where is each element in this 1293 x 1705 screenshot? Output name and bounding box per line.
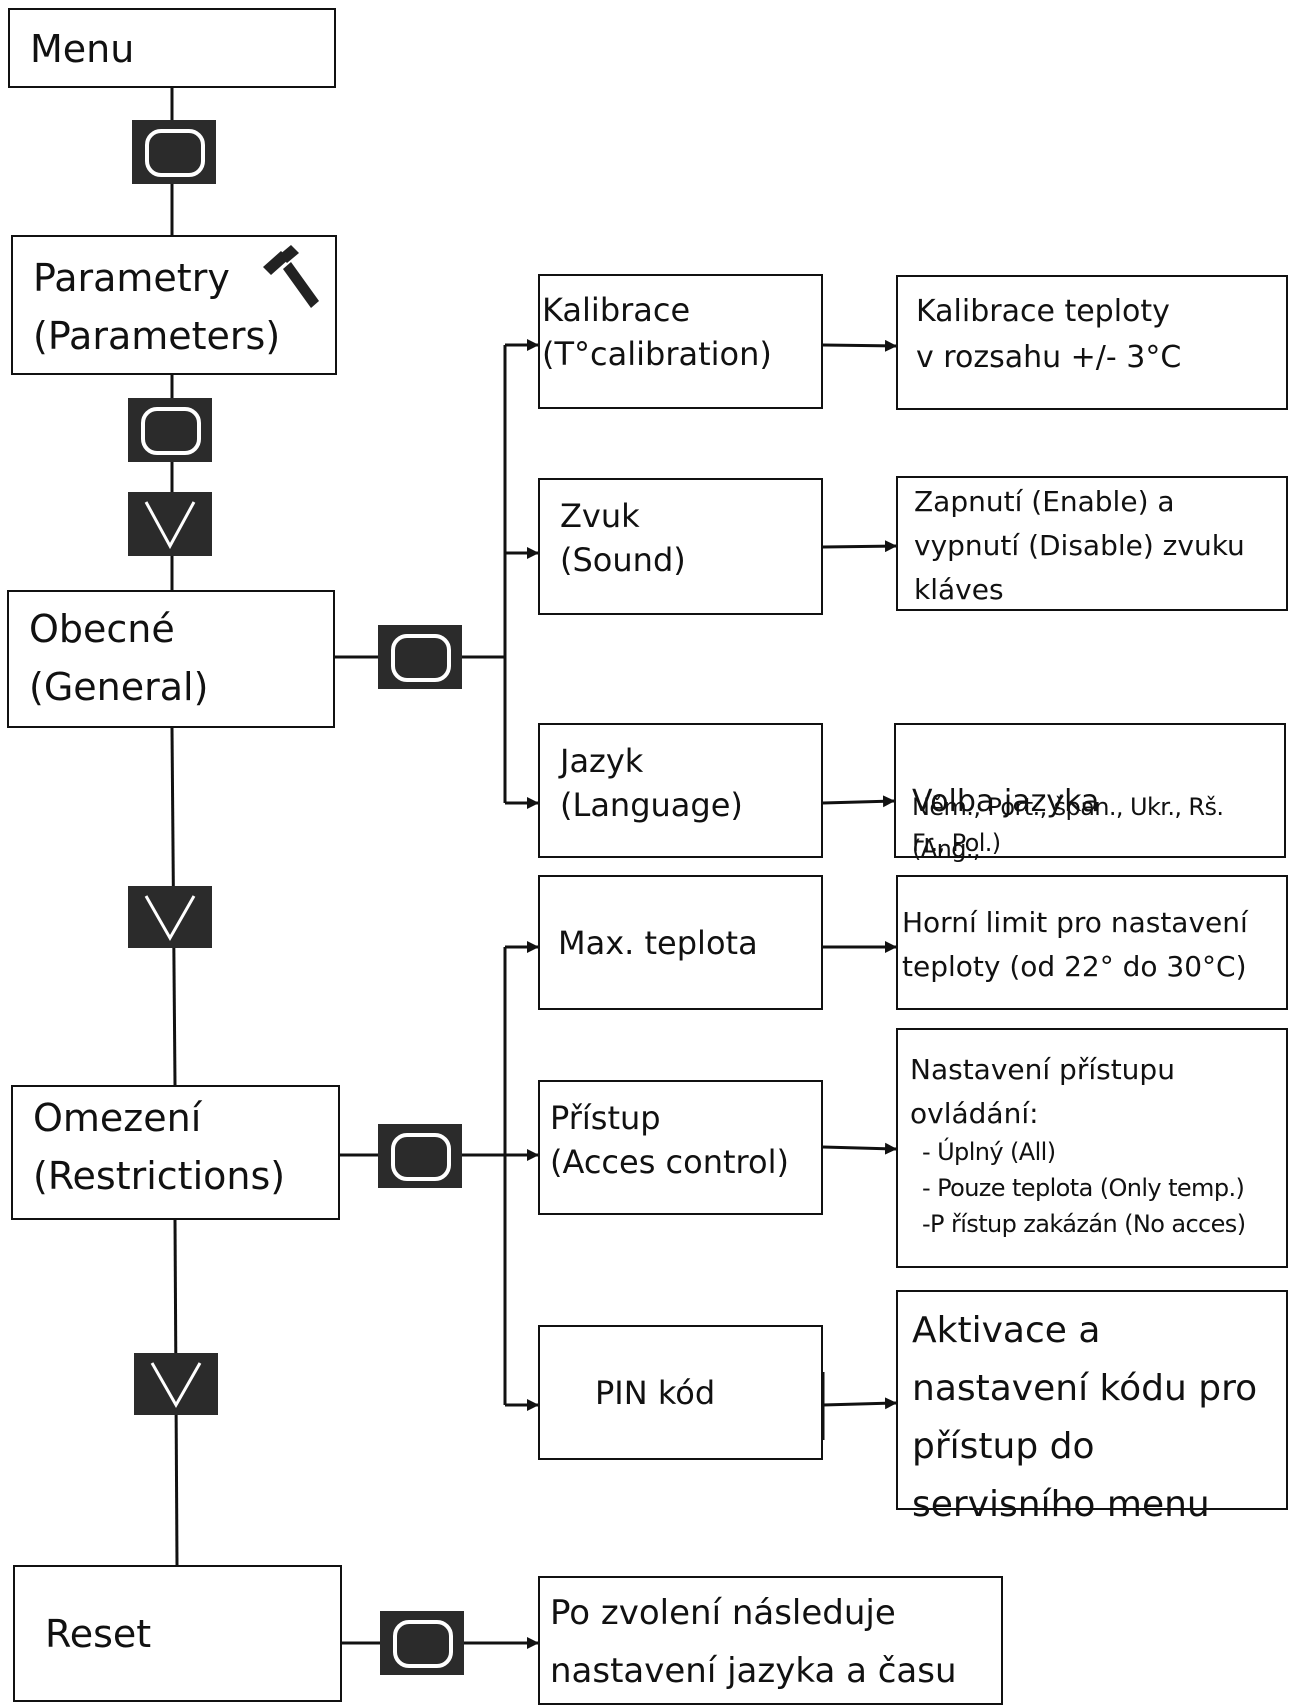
reset-label: Reset bbox=[45, 1612, 152, 1656]
pristup-desc-heading: Nastavení přístupu ovládání: bbox=[910, 1053, 1175, 1130]
kalibrace-desc: Kalibrace teploty v rozsahu +/- 3°C bbox=[916, 294, 1182, 375]
ok-button-icon[interactable] bbox=[378, 625, 462, 689]
zvuk-box[interactable]: Zvuk (Sound) bbox=[538, 478, 823, 615]
pristup-desc-options: - Úplný (All) - Pouze teplota (Only temp… bbox=[922, 1138, 1246, 1238]
zvuk-desc: Zapnutí (Enable) a vypnutí (Disable) zvu… bbox=[914, 485, 1245, 606]
jazyk-desc: Volba jazyka (Ang., bbox=[912, 733, 1099, 872]
pin-label: PIN kód bbox=[595, 1374, 716, 1412]
hammer-icon bbox=[263, 245, 319, 308]
menu-box[interactable]: Menu bbox=[8, 8, 336, 88]
jazyk-desc-box: Volba jazyka (Ang., Něm., Port., špan., … bbox=[894, 723, 1286, 863]
obecne-box[interactable]: Obecné (General) bbox=[7, 590, 335, 728]
pristup-box[interactable]: Přístup (Acces control) bbox=[538, 1080, 823, 1215]
omezeni-box[interactable]: Omezení (Restrictions) bbox=[11, 1085, 340, 1220]
reset-desc: Po zvolení následuje nastavení jazyka a … bbox=[550, 1593, 957, 1691]
jazyk-desc-small-1: (Ang., bbox=[912, 835, 980, 863]
jazyk-label: Jazyk (Language) bbox=[560, 742, 743, 824]
ok-button-icon[interactable] bbox=[380, 1611, 464, 1675]
obecne-label: Obecné (General) bbox=[29, 607, 209, 709]
pin-box[interactable]: PIN kód bbox=[538, 1325, 823, 1460]
jazyk-desc-small-2: Něm., Port., špan., Ukr., Rš. Fr., Pol.) bbox=[912, 793, 1224, 857]
max-teplota-desc: Horní limit pro nastavení teploty (od 22… bbox=[902, 906, 1248, 983]
pristup-desc-box: Nastavení přístupu ovládání: - Úplný (Al… bbox=[896, 1028, 1288, 1268]
ok-button-icon[interactable] bbox=[132, 120, 216, 184]
jazyk-desc-main: Volba jazyka bbox=[912, 784, 1100, 819]
menu-label: Menu bbox=[30, 27, 135, 71]
reset-desc-box: Po zvolení následuje nastavení jazyka a … bbox=[538, 1576, 1003, 1705]
max-teplota-label: Max. teplota bbox=[558, 924, 758, 962]
down-button-icon[interactable] bbox=[128, 886, 212, 948]
zvuk-desc-box: Zapnutí (Enable) a vypnutí (Disable) zvu… bbox=[896, 476, 1288, 611]
jazyk-box[interactable]: Jazyk (Language) bbox=[538, 723, 823, 858]
down-button-icon[interactable] bbox=[128, 492, 212, 556]
ok-button-icon[interactable] bbox=[378, 1124, 462, 1188]
reset-box[interactable]: Reset bbox=[13, 1565, 342, 1702]
down-button-icon[interactable] bbox=[134, 1353, 218, 1415]
kalibrace-label: Kalibrace (T°calibration) bbox=[542, 291, 772, 373]
kalibrace-desc-box: Kalibrace teploty v rozsahu +/- 3°C bbox=[896, 275, 1288, 410]
max-teplota-box[interactable]: Max. teplota bbox=[538, 875, 823, 1010]
max-teplota-desc-box: Horní limit pro nastavení teploty (od 22… bbox=[896, 875, 1288, 1010]
pristup-label: Přístup (Acces control) bbox=[550, 1099, 789, 1181]
omezeni-label: Omezení (Restrictions) bbox=[33, 1096, 286, 1198]
ok-button-icon[interactable] bbox=[128, 398, 212, 462]
pin-desc-box: Aktivace a nastavení kódu pro přístup do… bbox=[896, 1290, 1288, 1525]
zvuk-label: Zvuk (Sound) bbox=[560, 497, 686, 579]
kalibrace-box[interactable]: Kalibrace (T°calibration) bbox=[538, 274, 823, 409]
pin-desc: Aktivace a nastavení kódu pro přístup do… bbox=[912, 1310, 1258, 1525]
parametry-box[interactable]: Parametry (Parameters) bbox=[11, 235, 337, 375]
parametry-label: Parametry (Parameters) bbox=[33, 256, 281, 358]
